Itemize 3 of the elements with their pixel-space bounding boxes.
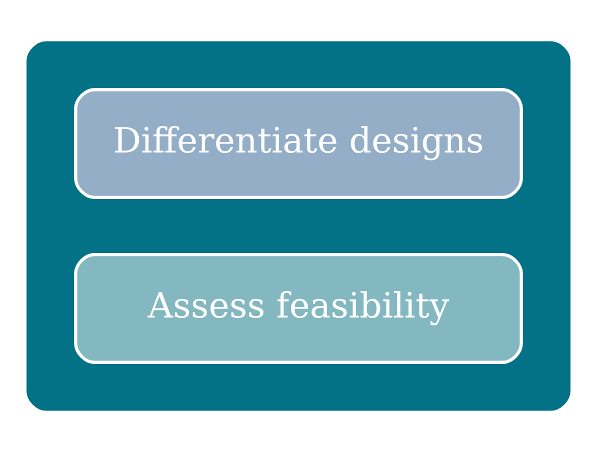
node-box: Assess feasibility	[74, 252, 523, 364]
node-box: Differentiate designs	[74, 88, 523, 200]
cluster	[26, 41, 570, 411]
